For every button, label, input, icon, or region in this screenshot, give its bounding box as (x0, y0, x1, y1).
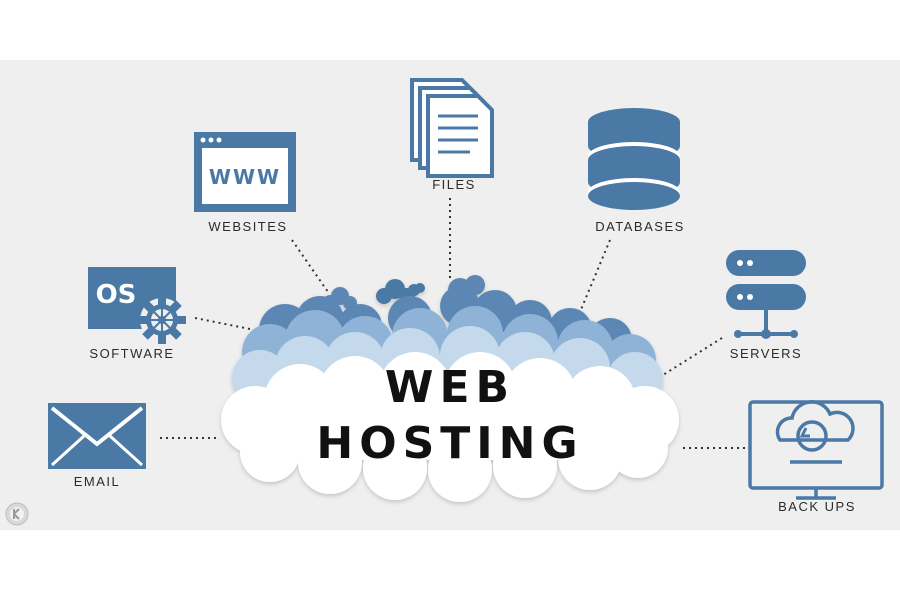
corner-logo-icon (5, 502, 29, 526)
os-gear-icon: OS (88, 267, 186, 344)
envelope-icon (48, 403, 146, 469)
connector-lines (160, 198, 745, 449)
node-label-servers: SERVERS (729, 346, 803, 361)
node-label-databases: DATABASES (595, 219, 685, 234)
node-label-files: FILES (432, 177, 476, 192)
floating-cloud-center (376, 279, 425, 304)
node-label-backups: BACK UPS (778, 499, 856, 514)
browser-www-icon: WWW (194, 132, 296, 212)
title-line-web: WEB (384, 362, 516, 413)
node-label-email: EMAIL (73, 474, 121, 489)
node-label-websites: WEBSITES (208, 219, 288, 234)
www-text: WWW (209, 165, 281, 189)
documents-icon (410, 78, 494, 178)
database-icon (588, 108, 680, 210)
server-rack-icon (726, 250, 806, 339)
connector-databases (579, 239, 611, 313)
connector-software (194, 317, 256, 331)
title-line-hosting: HOSTING (316, 418, 584, 469)
cloud-layer-white (221, 352, 679, 502)
monitor-cloud-backup-icon (748, 400, 884, 500)
connector-servers (654, 337, 723, 381)
cloud-cluster (221, 275, 679, 502)
gear-icon (138, 296, 186, 344)
node-label-software: SOFTWARE (89, 346, 175, 361)
connector-websites (291, 239, 329, 293)
os-text: OS (96, 280, 137, 310)
